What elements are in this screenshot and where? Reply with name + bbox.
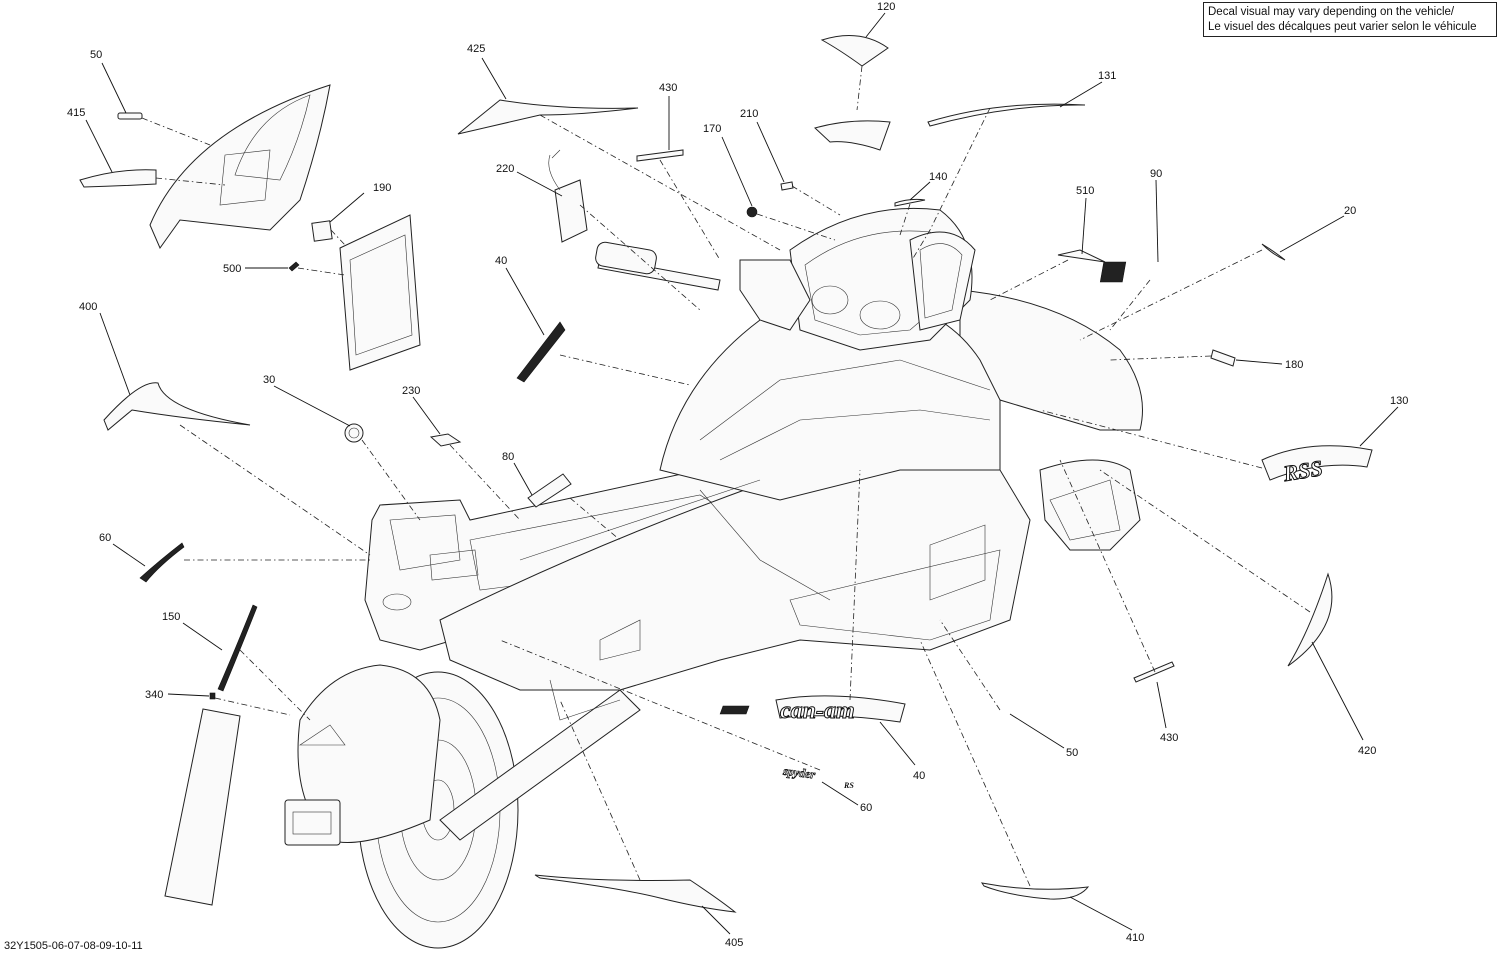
decal-90-shape: [1099, 261, 1127, 283]
canam-logo-text: can-am: [780, 698, 855, 724]
callout-415: 415: [67, 107, 85, 119]
callout-50-lower: 50: [1066, 747, 1078, 759]
callout-numbers: 120 131 50 415 425 430 170 210 220 140 5…: [67, 1, 1408, 949]
callout-40-lower: 40: [913, 770, 925, 782]
decal-510-shape: [1057, 249, 1106, 263]
callout-90: 90: [1150, 168, 1162, 180]
callout-405: 405: [725, 937, 743, 949]
battery-box-part: [339, 214, 421, 371]
rs-logo-text: RS: [843, 781, 854, 790]
callout-20: 20: [1344, 205, 1356, 217]
callout-150: 150: [162, 611, 180, 623]
callout-425: 425: [467, 43, 485, 55]
callout-170: 170: [703, 123, 721, 135]
decal-120-shape: [820, 35, 889, 67]
leader-lines: [85, 12, 1399, 935]
decal-40-canam-backing: [775, 695, 906, 723]
callout-190: 190: [373, 182, 391, 194]
callout-430-top: 430: [659, 82, 677, 94]
decal-80-shape: [527, 473, 572, 508]
callout-50-upper: 50: [90, 49, 102, 61]
assembly-lines: [141, 65, 1311, 887]
callout-410: 410: [1126, 932, 1144, 944]
decal-420-shape: [1287, 572, 1333, 667]
decal-500-shape: [288, 261, 300, 272]
callout-30: 30: [263, 374, 275, 386]
callout-40-upper: 40: [495, 255, 507, 267]
decal-50-lower-shape: [719, 705, 750, 715]
callout-400: 400: [79, 301, 97, 313]
callout-500: 500: [223, 263, 241, 275]
decal-180-shape: [1210, 349, 1236, 367]
decal-430-top-shape: [636, 149, 684, 162]
drawing-number: 32Y1505-06-07-08-09-10-11: [4, 940, 143, 952]
decal-410-shape: [980, 882, 1090, 900]
decal-131-shape: [927, 103, 1086, 127]
decal-150-shape: [217, 604, 258, 692]
side-cover-part: [149, 84, 331, 250]
spyder-logo-text: spyder: [781, 764, 816, 782]
decal-140-shape: [894, 198, 926, 207]
callout-131: 131: [1098, 70, 1116, 82]
note-line-english: Decal visual may vary depending on the v…: [1208, 6, 1455, 18]
decal-130-shape: [1261, 445, 1373, 481]
decal-190-shape: [311, 220, 333, 242]
callout-340: 340: [145, 689, 163, 701]
callout-60-lower: 60: [860, 802, 872, 814]
callout-430-right: 430: [1160, 732, 1178, 744]
decal-430-right-shape: [1133, 661, 1175, 683]
decal-170-shape: [746, 206, 758, 218]
decal-30-shape: [344, 423, 364, 443]
decal-210-shape: [780, 181, 794, 191]
decal-220-shape: [554, 179, 588, 243]
callout-120: 120: [877, 1, 895, 13]
vehicle-body: [284, 207, 1143, 949]
decal-40-upper-shape: [516, 321, 566, 383]
note-line-french: Le visuel des décalques peut varier selo…: [1208, 20, 1477, 33]
decal-400-shape: [103, 382, 251, 431]
callout-420: 420: [1358, 745, 1376, 757]
callout-510: 510: [1076, 185, 1094, 197]
callout-80: 80: [502, 451, 514, 463]
callout-180: 180: [1285, 359, 1303, 371]
callout-230: 230: [402, 385, 420, 397]
decal-405-shape: [534, 874, 737, 913]
decal-120-part: [814, 120, 891, 151]
decal-disclaimer-note: Decal visual may vary depending on the v…: [1203, 2, 1497, 37]
decal-415-shape: [79, 169, 157, 188]
callout-220: 220: [496, 163, 514, 175]
rss-logo-text: RSS: [1281, 455, 1325, 486]
decal-230-shape: [429, 433, 462, 447]
warning-placard-shape: [164, 708, 241, 906]
decal-425-shape: [457, 99, 639, 135]
decal-60-left-shape: [139, 542, 185, 583]
decal-parts: [79, 35, 1373, 913]
callout-210: 210: [740, 108, 758, 120]
callout-140: 140: [929, 171, 947, 183]
decal-50-upper-shape: [117, 112, 143, 120]
callout-60-left: 60: [99, 532, 111, 544]
callout-130: 130: [1390, 395, 1408, 407]
decal-340-shape: [209, 692, 216, 700]
decal-20-shape: [1261, 243, 1286, 261]
